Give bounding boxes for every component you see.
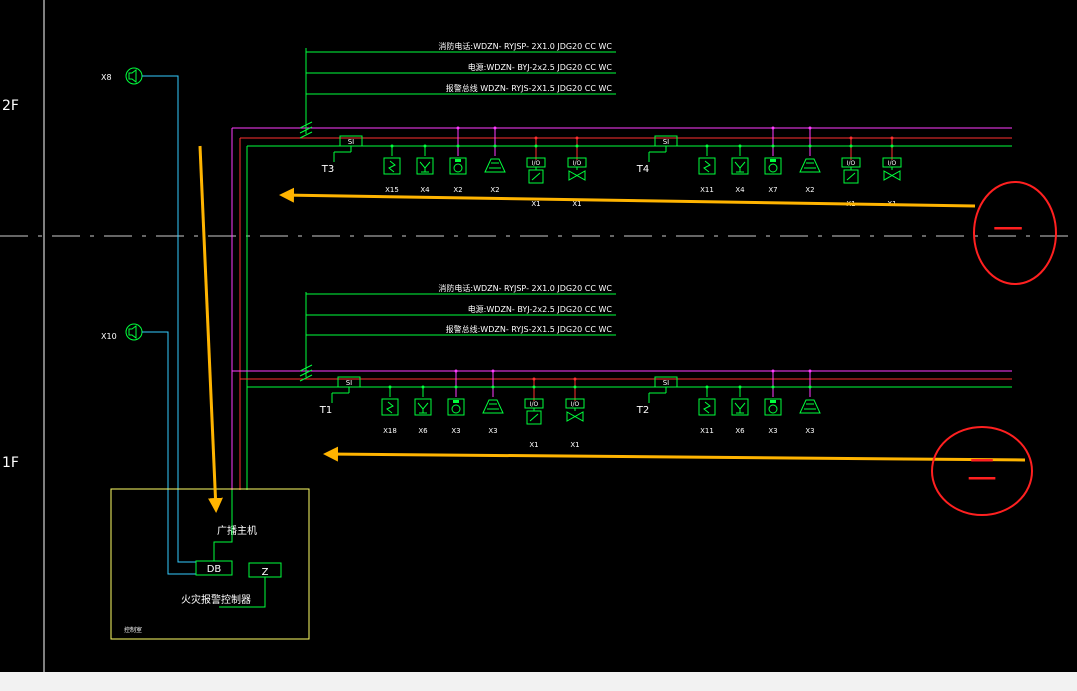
status-bar [0, 672, 1077, 691]
isolator-label: SI [346, 379, 353, 387]
device-count-label: X1 [572, 200, 581, 208]
device-count-label: X11 [700, 427, 714, 435]
speaker-count-upper: X8 [101, 73, 112, 82]
io-module-icon [565, 398, 585, 422]
floor-label-2f: 2F [2, 98, 19, 114]
io-module-icon [841, 157, 861, 184]
heat-detector-icon [731, 157, 749, 175]
control-room: 广播主机 DB Z 火灾报警控制器 控制室 [110, 488, 310, 640]
io-module-label: I/O [888, 160, 897, 167]
audible-alarm-icon [484, 158, 506, 173]
manual-call-point-icon [764, 398, 782, 416]
db-label: DB [207, 564, 222, 575]
z-label: Z [262, 567, 269, 578]
device-count-label: X1 [531, 200, 540, 208]
device-count-label: X3 [451, 427, 460, 435]
cable-label: 消防电话:WDZN- RYJSP- 2X1.0 JDG20 CC WC [438, 283, 612, 293]
heat-detector-icon [416, 157, 434, 175]
heat-detector-icon [731, 398, 749, 416]
terminal-label: T3 [321, 164, 334, 175]
annotation-arrow [198, 145, 223, 513]
cable-label: 电源:WDZN- BYJ-2x2.5 JDG20 CC WC [468, 304, 613, 314]
io-module-icon [524, 398, 544, 425]
device-count-label: X2 [805, 186, 814, 194]
io-module-icon [567, 157, 587, 181]
svg-text:一: 一 [993, 213, 1023, 248]
device-layer: SIT3X15X4X2X2I/OX1I/OX1SIT4X11X4X7X2I/OX… [319, 126, 902, 449]
io-module-icon [526, 157, 546, 184]
manual-call-point-icon [449, 157, 467, 175]
device-count-label: X15 [385, 186, 399, 194]
device-count-label: X1 [570, 441, 579, 449]
heat-detector-icon [414, 398, 432, 416]
io-module-label: I/O [847, 160, 856, 167]
device-count-label: X6 [418, 427, 428, 435]
device-count-label: X18 [383, 427, 397, 435]
smoke-detector-icon [698, 157, 716, 175]
annotation-circle-two: 二 [931, 426, 1033, 516]
isolator-label: SI [663, 138, 670, 146]
isolator-label: SI [348, 138, 355, 146]
audible-alarm-icon [799, 399, 821, 414]
io-module-label: I/O [571, 401, 580, 408]
io-module-icon [882, 157, 902, 181]
io-module-label: I/O [532, 160, 541, 167]
speaker-icon [125, 323, 143, 341]
device-count-label: X3 [768, 427, 777, 435]
annotation-arrow [279, 187, 976, 208]
io-module-label: I/O [573, 160, 582, 167]
room-name-label: 控制室 [124, 626, 142, 634]
audible-alarm-icon [799, 158, 821, 173]
device-count-label: X3 [488, 427, 497, 435]
cable-legend-1f: 消防电话:WDZN- RYJSP- 2X1.0 JDG20 CC WC 电源:W… [299, 283, 616, 382]
broadcast-wire-2f [142, 75, 196, 563]
terminal-label: T2 [636, 405, 649, 416]
io-module-label: I/O [530, 401, 539, 408]
cable-label: 报警总线:WDZN- RYJS-2X1.5 JDG20 CC WC [446, 324, 613, 334]
manual-call-point-icon [764, 157, 782, 175]
device-count-label: X6 [735, 427, 745, 435]
cable-label: 电源:WDZN- BYJ-2x2.5 JDG20 CC WC [468, 62, 613, 72]
smoke-detector-icon [383, 157, 401, 175]
device-count-label: X4 [420, 186, 430, 194]
svg-text:二: 二 [967, 453, 997, 488]
cable-label: 消防电话:WDZN- RYJSP- 2X1.0 JDG20 CC WC [438, 41, 612, 51]
device-count-label: X4 [735, 186, 745, 194]
annotation-circle-one: 一 [973, 181, 1057, 285]
device-count-label: X7 [768, 186, 777, 194]
annotation-arrow [323, 446, 1026, 462]
device-count-label: X2 [490, 186, 499, 194]
broadcast-host-label: 广播主机 [217, 524, 257, 537]
isolator-label: SI [663, 379, 670, 387]
cable-legend-2f: 消防电话:WDZN- RYJSP- 2X1.0 JDG20 CC WC 电源:W… [299, 41, 616, 139]
terminal-label: T4 [636, 164, 649, 175]
fire-controller-label: 火灾报警控制器 [181, 593, 251, 606]
speaker-icon [125, 67, 143, 85]
smoke-detector-icon [381, 398, 399, 416]
smoke-detector-icon [698, 398, 716, 416]
device-count-label: X1 [529, 441, 538, 449]
device-count-label: X11 [700, 186, 714, 194]
device-count-label: X3 [805, 427, 814, 435]
manual-call-point-icon [447, 398, 465, 416]
cad-drawing-canvas[interactable]: 2F 1F X8 X10 消防电话:WDZN- RYJSP- 2X1.0 JDG… [0, 0, 1077, 672]
riser-diagram: 2F 1F X8 X10 消防电话:WDZN- RYJSP- 2X1.0 JDG… [0, 0, 1077, 672]
floor-label-1f: 1F [2, 455, 19, 471]
device-count-label: X2 [453, 186, 462, 194]
speaker-count-lower: X10 [101, 332, 117, 341]
terminal-label: T1 [319, 405, 332, 416]
broadcast-wire-1f [142, 331, 196, 575]
audible-alarm-icon [482, 399, 504, 414]
cable-label: 报警总线 WDZN- RYJS-2X1.5 JDG20 CC WC [446, 83, 613, 93]
